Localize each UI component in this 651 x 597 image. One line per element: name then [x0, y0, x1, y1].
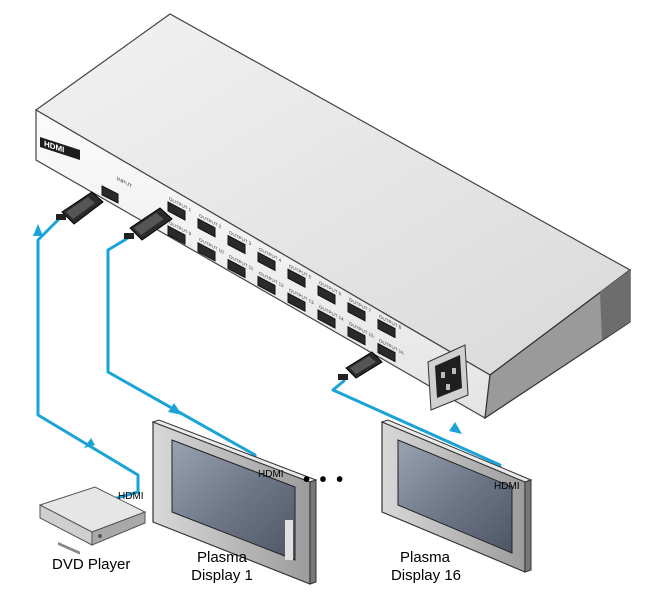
- output-port-6: [317, 285, 336, 305]
- display16-label-line1: Plasma: [399, 549, 451, 566]
- output-port-9: [167, 225, 186, 245]
- display1-label-line1: Plasma: [196, 549, 248, 566]
- more-displays-ellipsis: • • •: [303, 469, 346, 491]
- output-port-11: [227, 258, 246, 279]
- plasma-display-1: [151, 419, 318, 585]
- arrow-up-input: [33, 224, 43, 236]
- output-port-5: [287, 268, 306, 289]
- output-port-8: [377, 318, 396, 339]
- hdmi-label-dvd: HDMI: [118, 491, 144, 502]
- power-inlet: [427, 344, 469, 411]
- hdmi-plug-input: [56, 191, 104, 225]
- hdmi-plug-output1: [124, 207, 173, 241]
- arrow-dvd-cable: [84, 438, 95, 448]
- cable-dvd-to-input: [36, 216, 140, 502]
- arrow-display16: [449, 422, 462, 434]
- hdmi-label-display16: HDMI: [494, 481, 520, 492]
- output-port-12: [257, 275, 276, 296]
- arrow-display1: [168, 403, 182, 415]
- display16-label-line2: Display 16: [390, 567, 462, 584]
- output-port-13: [287, 292, 306, 313]
- display1-label-line2: Display 1: [191, 567, 253, 584]
- plasma-display-16: [380, 419, 533, 573]
- output-port-2: [197, 217, 216, 238]
- output-port-15: [347, 325, 366, 346]
- dvd-player-label: DVD Player: [52, 556, 131, 573]
- output-port-1: [167, 201, 186, 221]
- hdmi-plug-output16: [338, 351, 383, 380]
- output-port-4: [257, 251, 276, 272]
- output-port-16: [377, 342, 396, 363]
- dvd-player-icon: [38, 486, 147, 555]
- hdmi-label-display1: HDMI: [258, 469, 284, 480]
- output-port-14: [317, 309, 336, 329]
- output-port-10: [197, 241, 216, 262]
- output-port-7: [347, 301, 366, 322]
- output-port-3: [227, 234, 246, 255]
